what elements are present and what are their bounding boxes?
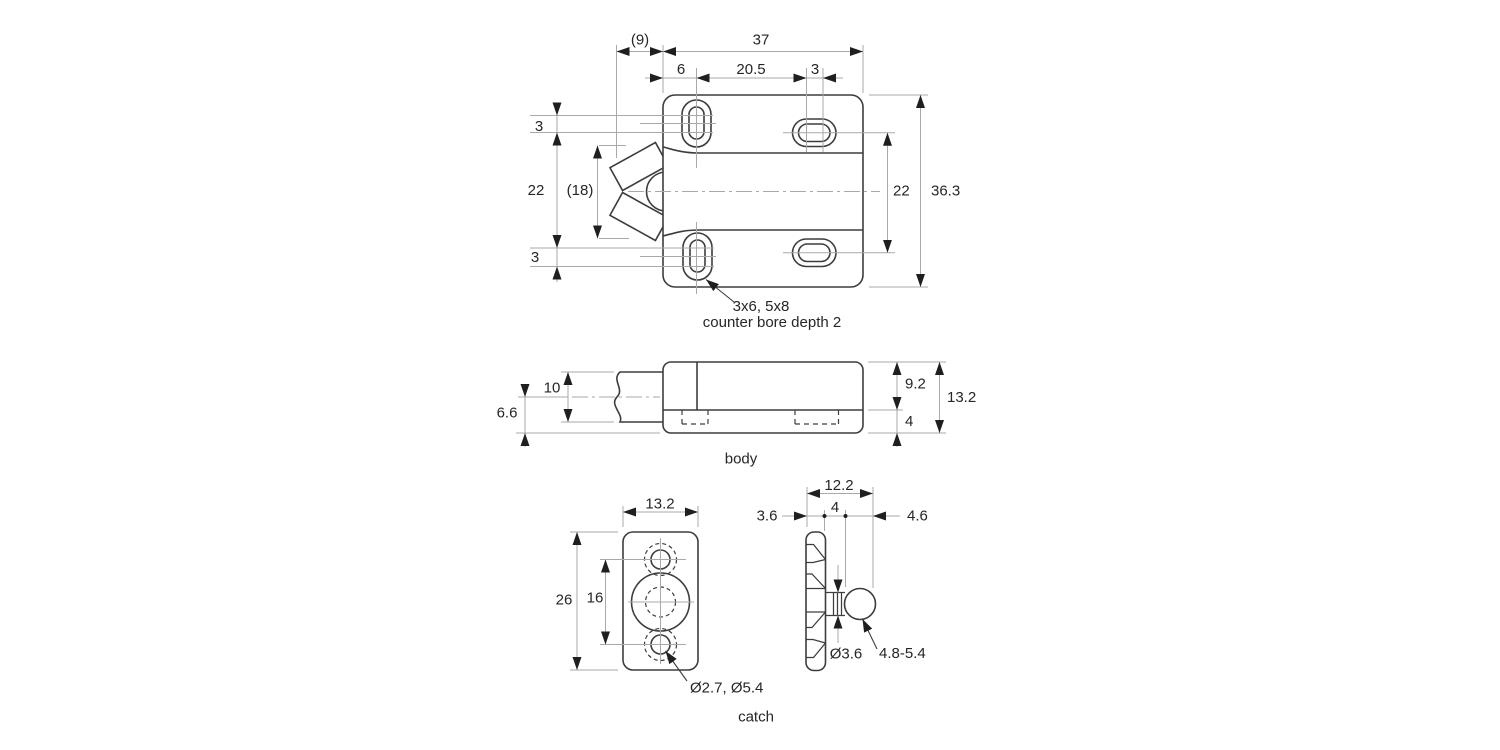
catch-centerlines xyxy=(600,538,694,664)
dim-upper-height: 9.2 xyxy=(905,376,926,393)
lever-wing-upper xyxy=(608,141,670,192)
catch-front-view: 13.2 26 16 Ø2.7, Ø5.4 catch xyxy=(556,496,774,726)
dim-slots-left: 22 xyxy=(528,182,545,199)
dim-catch-width: 13.2 xyxy=(645,496,674,513)
body-view: 10 6.6 9.2 4 13.2 body xyxy=(497,361,976,468)
ball-leader xyxy=(862,618,878,650)
dim-catch-height: 26 xyxy=(556,592,573,609)
catch-view-label: catch xyxy=(738,709,774,726)
note-stem-diameter: Ø3.6 xyxy=(830,646,863,663)
dim-height-total: 36.3 xyxy=(931,183,960,200)
plan-view: (9) 37 6 20.5 3 3 22 (18) 3 22 36.3 3x6,… xyxy=(528,32,961,332)
catch-side-plate xyxy=(805,531,827,672)
dim-ball-zone: 4.6 xyxy=(907,508,928,525)
dim-stem-length: 4 xyxy=(831,499,839,516)
catch-side-section-lines xyxy=(806,543,826,659)
dim-hole-spacing: 16 xyxy=(587,590,604,607)
dim-slots-right: 22 xyxy=(893,183,910,200)
dim-top-slot: 3 xyxy=(535,118,543,135)
neck-line-top xyxy=(662,146,863,154)
dim-catch-side-width: 12.2 xyxy=(824,477,853,494)
plunger-pin xyxy=(613,371,663,423)
dim-slot-left: 6 xyxy=(677,61,685,78)
catch-stem xyxy=(825,591,845,617)
dim-base-height: 4 xyxy=(905,413,913,430)
body-dimension-lines xyxy=(516,361,946,447)
dim-bottom-slot: 3 xyxy=(531,249,539,266)
body-hidden-slots xyxy=(681,410,840,425)
note-hole-diams: Ø2.7, Ø5.4 xyxy=(690,680,763,697)
counterbore-leader xyxy=(705,279,735,303)
dim-total-height: 13.2 xyxy=(947,389,976,406)
dim-width-total: 37 xyxy=(753,32,770,49)
lever-wing-lower xyxy=(608,191,670,242)
dim-lever-offset: (9) xyxy=(631,32,649,49)
dim-lever-span: (18) xyxy=(567,182,594,199)
note-ball-diameter: 4.8-5.4 xyxy=(879,645,926,662)
dim-center-bottom: 6.6 xyxy=(497,405,518,422)
catch-side-view: 12.2 4 3.6 4.6 Ø3.6 4.8-5.4 xyxy=(757,477,928,672)
catch-ball xyxy=(843,587,877,621)
hole-leader xyxy=(665,650,688,682)
plan-centerlines xyxy=(530,45,928,294)
neck-line-bottom xyxy=(662,229,863,237)
note-slots: 3x6, 5x8 xyxy=(733,298,790,315)
note-counterbore: counter bore depth 2 xyxy=(703,314,841,331)
dim-plate-thickness: 3.6 xyxy=(757,508,778,525)
plan-dimension-lines xyxy=(552,47,925,303)
catch-side-dimension-lines xyxy=(782,487,900,650)
body-view-label: body xyxy=(725,451,758,468)
catch-dimension-lines xyxy=(570,506,699,682)
dim-slot-right: 3 xyxy=(811,61,819,78)
dim-pin: 10 xyxy=(544,380,561,397)
dim-slot-span: 20.5 xyxy=(736,61,765,78)
body-outline xyxy=(662,361,864,434)
